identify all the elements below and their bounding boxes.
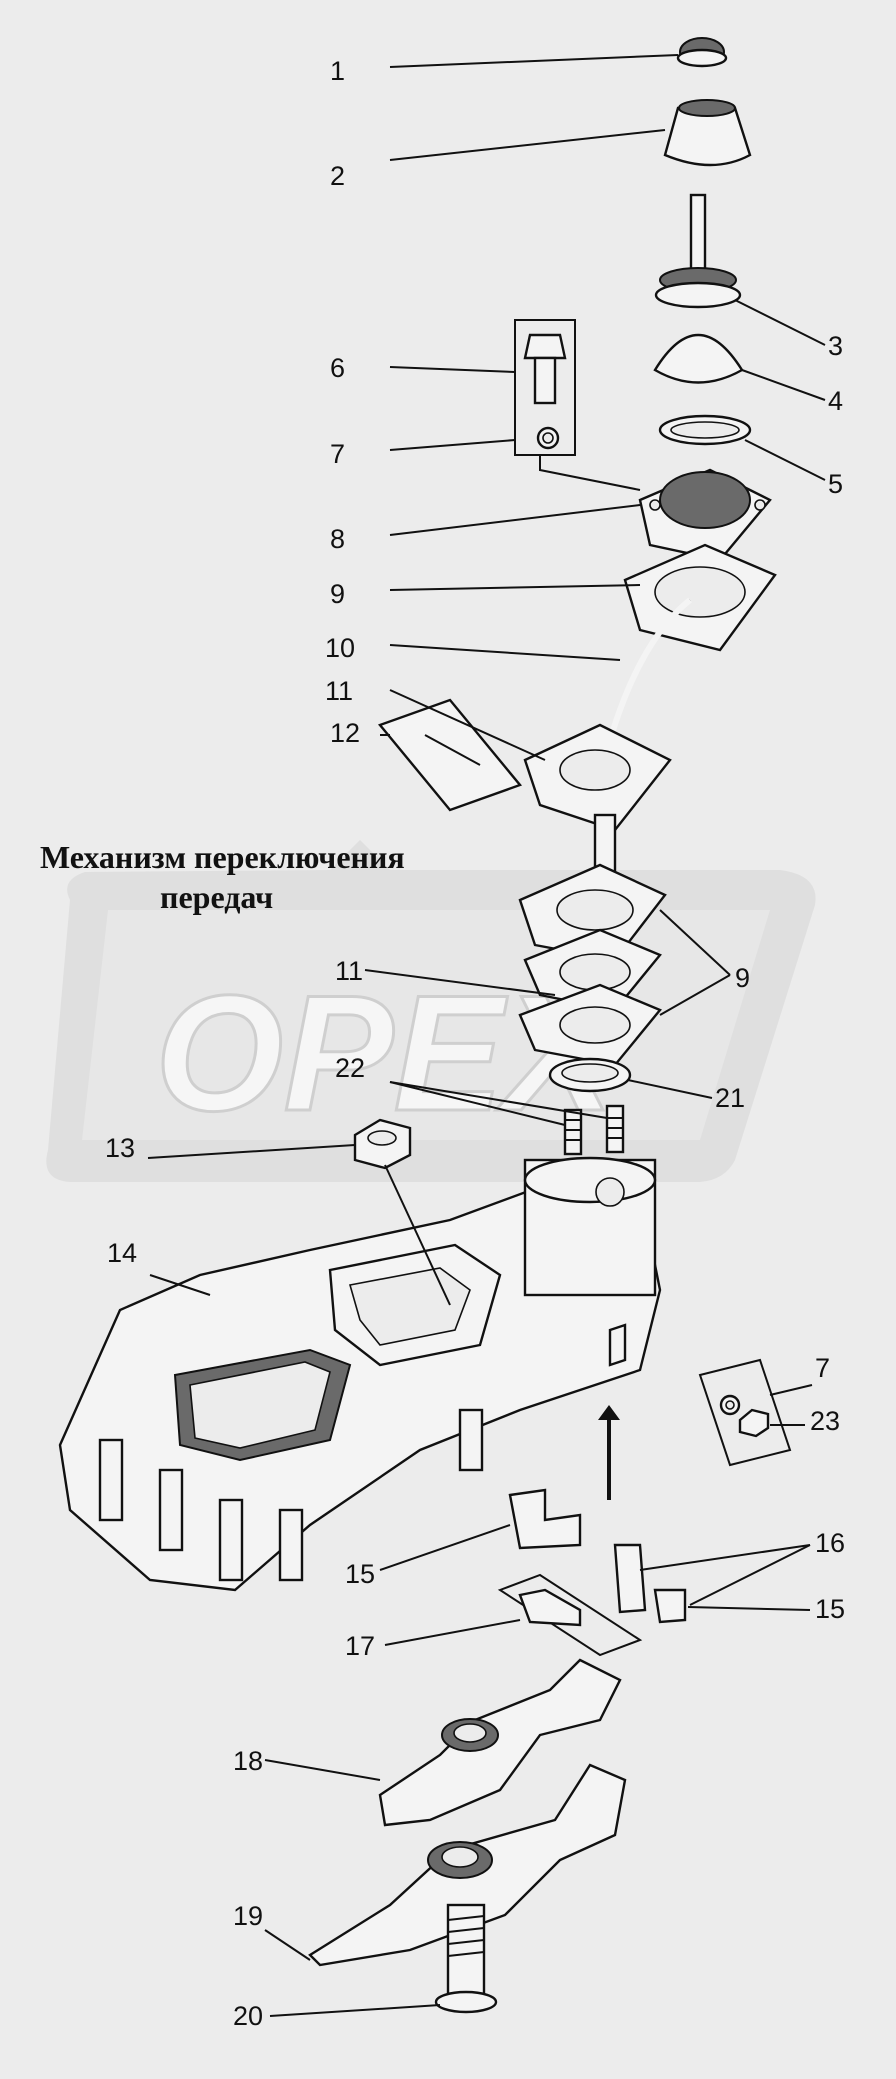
diagram-title-line1: Механизм переключения [40,839,405,875]
part-7-washer-lower [719,1394,741,1416]
label-2: 2 [330,161,345,191]
label-17: 17 [345,1631,375,1661]
label-21: 21 [715,1083,745,1113]
part-8-flange [638,468,772,562]
label-13: 13 [105,1133,135,1163]
label-8: 8 [330,524,345,554]
part-11-plate-upper [523,723,672,832]
label-12: 12 [330,718,360,748]
part-19-shift-fork [308,1763,627,1967]
label-11-upper: 11 [325,676,353,706]
label-20: 20 [233,2001,263,2031]
label-15-left: 15 [345,1559,375,1589]
leader-lines [147,54,826,2017]
label-19: 19 [233,1901,263,1931]
part-18-shift-fork [378,1658,622,1827]
label-9-lower: 9 [735,963,750,993]
label-14: 14 [107,1238,137,1268]
part-13-nut [353,1118,412,1170]
part-2-boot [663,99,752,167]
part-12-cotter-pin [377,698,523,812]
label-5: 5 [828,469,843,499]
diagram-title-line2: передач [160,879,273,915]
label-10: 10 [325,633,355,663]
part-17-bolt [497,1573,643,1657]
assembly-arrow [598,1405,620,1500]
label-11-lower: 11 [335,956,363,986]
label-7-upper: 7 [330,439,345,469]
part-1-cap [676,37,728,68]
part-20-pin [434,1903,498,2014]
part-9-gaskets-lower [518,863,667,1067]
part-21-ring [548,1057,632,1093]
label-22: 22 [335,1053,365,1083]
label-9-upper: 9 [330,579,345,609]
label-7-lower: 7 [815,1353,830,1383]
label-15-right: 15 [815,1594,845,1624]
gear-lever-upper [653,193,752,446]
part-6-bolt-box [514,319,641,491]
part-9-gasket-upper [623,543,777,652]
label-1: 1 [330,56,345,86]
label-23: 23 [810,1406,840,1436]
part-4-sphere [653,333,744,384]
label-6: 6 [330,353,345,383]
label-16: 16 [815,1528,845,1558]
label-18: 18 [233,1746,263,1776]
part-23-nut [738,1408,770,1438]
part-22-springs [563,1104,625,1156]
part-7-23-box [698,1358,792,1467]
part-15-clip-upper [508,1488,582,1550]
part-14-housing [58,1156,662,1592]
part-16-plates [613,1543,687,1624]
label-3: 3 [828,331,843,361]
label-4: 4 [828,386,843,416]
